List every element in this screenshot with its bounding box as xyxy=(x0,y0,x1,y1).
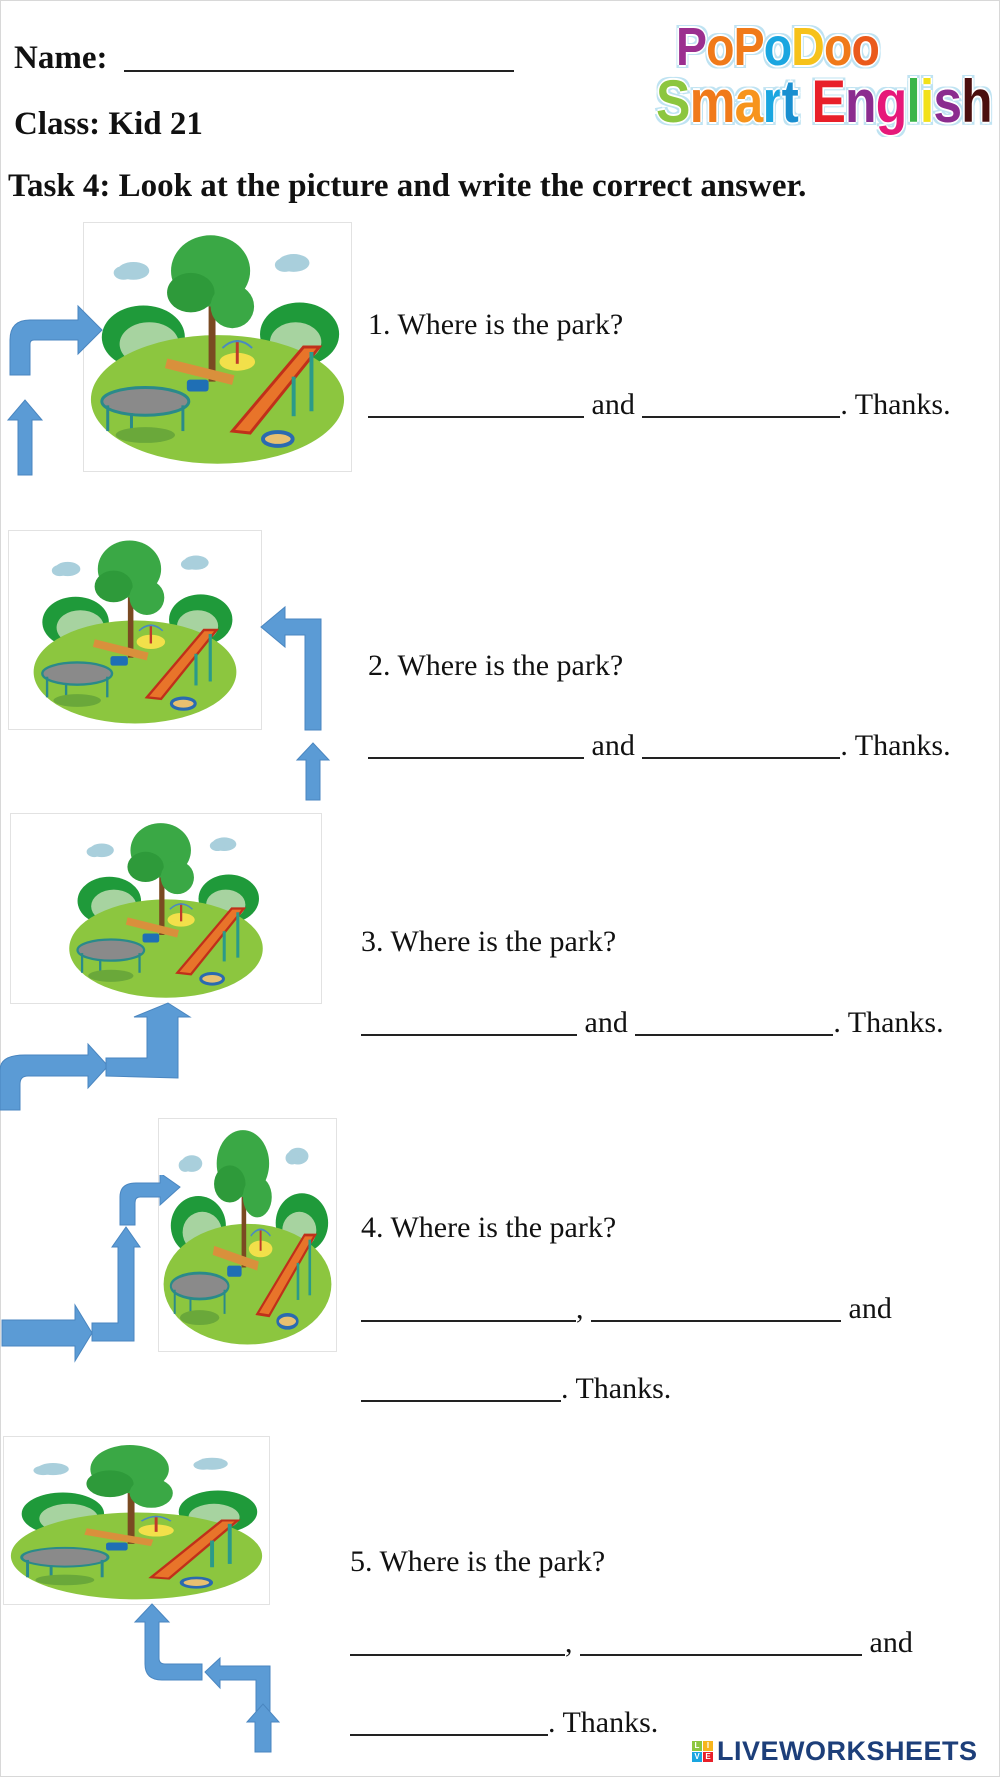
logo-letter: r xyxy=(762,68,782,135)
arrow-up-icon xyxy=(245,1703,281,1753)
popodoo-logo: PoPoDoo Smart English xyxy=(652,17,993,136)
logo-letter: m xyxy=(689,68,736,135)
arrow-up-icon xyxy=(105,1002,192,1079)
answer-blank[interactable] xyxy=(361,1399,561,1402)
logo-letter: o xyxy=(706,17,734,77)
park-illustration xyxy=(4,1437,269,1604)
answer-row-4b: . Thanks. xyxy=(361,1372,671,1406)
arrow-turn-left-icon xyxy=(133,1603,203,1681)
answer-blank[interactable] xyxy=(591,1319,841,1322)
park-picture-5 xyxy=(3,1436,270,1605)
logo-letter: l xyxy=(906,68,920,135)
liveworksheets-brand: LIVEWORKSHEETS xyxy=(717,1735,978,1766)
logo-letter: g xyxy=(875,68,908,135)
logo-letter: E xyxy=(811,68,846,135)
logo-letter: o xyxy=(763,17,792,77)
route-arrows-1 xyxy=(6,304,103,476)
question-2: 2. Where is the park? xyxy=(368,649,624,682)
park-picture-2 xyxy=(8,530,262,730)
thanks-word: . Thanks. xyxy=(561,1372,672,1405)
logo-letter: i xyxy=(919,68,934,135)
logo-letter: t xyxy=(781,68,799,135)
answer-blank[interactable] xyxy=(350,1653,565,1656)
arrow-turn-right-icon xyxy=(119,1175,181,1226)
answer-row-1: and . Thanks. xyxy=(368,388,951,422)
answer-row-5a: , and xyxy=(350,1626,913,1660)
question-4: 4. Where is the park? xyxy=(361,1211,617,1244)
answer-blank[interactable] xyxy=(361,1319,576,1322)
answer-blank[interactable] xyxy=(361,1033,577,1036)
name-label: Name: xyxy=(14,40,108,76)
logo-letter: o xyxy=(823,17,852,77)
thanks-word: . Thanks. xyxy=(548,1706,659,1739)
answer-blank[interactable] xyxy=(350,1733,548,1736)
logo-letter: D xyxy=(791,17,825,77)
thanks-word: . Thanks. xyxy=(840,729,951,762)
logo-letter: n xyxy=(845,68,877,135)
logo-letter: P xyxy=(676,17,707,77)
badge-letter: L xyxy=(692,1740,702,1751)
arrow-up-icon xyxy=(295,742,331,801)
question-1: 1. Where is the park? xyxy=(368,308,624,341)
park-illustration xyxy=(84,223,351,471)
task-title: Task 4: Look at the picture and write th… xyxy=(8,168,807,204)
answer-row-5b: . Thanks. xyxy=(350,1706,658,1740)
badge-letter: E xyxy=(703,1751,713,1762)
answer-blank[interactable] xyxy=(642,756,841,759)
badge-letter: V xyxy=(692,1751,702,1762)
park-illustration xyxy=(11,814,321,1003)
logo-letter: P xyxy=(733,17,765,77)
arrow-up-icon xyxy=(91,1226,141,1342)
route-arrows-5 xyxy=(133,1603,281,1753)
answer-blank[interactable] xyxy=(580,1653,862,1656)
logo-letter: a xyxy=(734,68,764,135)
answer-row-3: and . Thanks. xyxy=(361,1006,944,1040)
question-5: 5. Where is the park? xyxy=(350,1545,606,1578)
thanks-word: . Thanks. xyxy=(833,1006,944,1039)
park-illustration xyxy=(159,1119,336,1351)
arrow-turn-right-icon xyxy=(0,1042,109,1111)
answer-blank[interactable] xyxy=(368,415,584,418)
comma: , xyxy=(565,1626,573,1659)
arrow-turn-left-icon xyxy=(260,605,322,731)
route-arrows-3 xyxy=(0,1002,192,1111)
park-illustration xyxy=(9,531,261,729)
logo-letter: s xyxy=(933,68,962,135)
thanks-word: . Thanks. xyxy=(840,388,951,421)
logo-letter: h xyxy=(961,68,993,135)
logo-space xyxy=(798,68,811,135)
answer-row-2: and . Thanks. xyxy=(368,729,951,763)
route-arrows-2 xyxy=(260,605,331,801)
answer-blank[interactable] xyxy=(635,1033,834,1036)
and-word: and xyxy=(869,1626,913,1659)
and-word: and xyxy=(591,729,635,762)
logo-letter: o xyxy=(851,17,880,77)
logo-line-popodoo: PoPoDoo xyxy=(676,17,880,77)
class-label: Class: Kid 21 xyxy=(14,106,203,142)
park-picture-3 xyxy=(10,813,322,1004)
logo-letter: S xyxy=(656,68,690,135)
comma: , xyxy=(576,1292,584,1325)
arrow-up-icon xyxy=(6,399,44,476)
name-row: Name: xyxy=(14,40,514,77)
name-blank[interactable] xyxy=(123,69,514,72)
and-word: and xyxy=(848,1292,892,1325)
question-3: 3. Where is the park? xyxy=(361,925,617,958)
arrow-turn-right-icon xyxy=(9,304,103,376)
logo-line-smart-english: Smart English xyxy=(656,72,993,132)
park-picture-1 xyxy=(83,222,352,472)
arrow-right-icon xyxy=(1,1303,93,1363)
answer-row-4a: , and xyxy=(361,1292,892,1326)
answer-blank[interactable] xyxy=(368,756,584,759)
and-word: and xyxy=(591,388,635,421)
answer-blank[interactable] xyxy=(642,415,841,418)
badge-letter: I xyxy=(703,1740,713,1751)
route-arrows-4 xyxy=(1,1175,181,1363)
and-word: and xyxy=(584,1006,628,1039)
park-picture-4 xyxy=(158,1118,337,1352)
